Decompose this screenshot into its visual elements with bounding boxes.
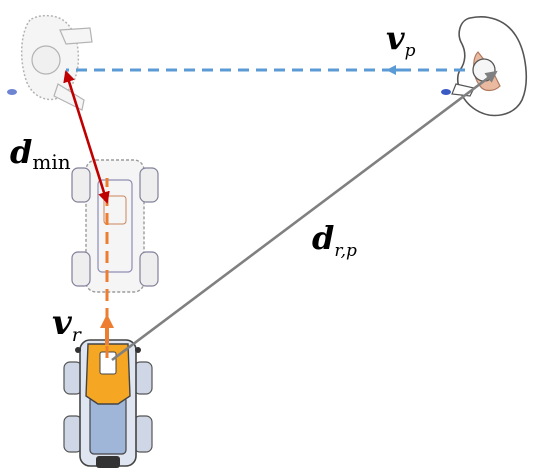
relative-distance-line	[111, 70, 498, 362]
robot-dog-icon	[63, 339, 153, 468]
label-v-p: vp	[386, 19, 416, 61]
label-d-rp: dr,p	[312, 219, 357, 261]
min-distance-arrow	[63, 70, 110, 204]
label-d-min: dmin	[10, 133, 71, 174]
ghost-robot-icon	[71, 159, 159, 293]
person-top-icon	[441, 16, 528, 117]
label-v-r: vr	[52, 303, 81, 346]
ghost-person-icon	[7, 14, 93, 111]
